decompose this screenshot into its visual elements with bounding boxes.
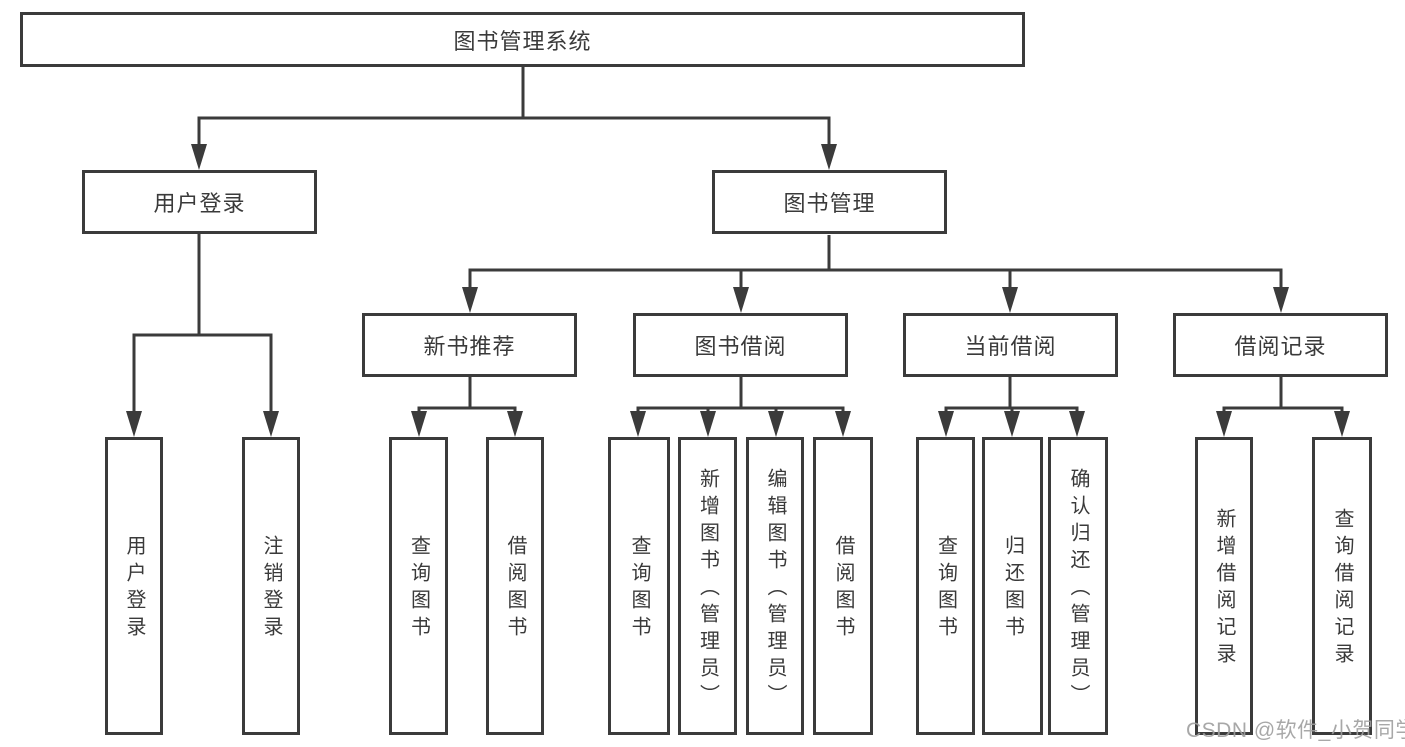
node-borrowing-records: 借阅记录 <box>1173 313 1388 377</box>
leaf-user-login: 用户登录 <box>105 437 163 735</box>
leaf-borrow-books-recommend: 借阅图书 <box>486 437 544 735</box>
leaf-query-books-recommend: 查询图书 <box>389 437 448 735</box>
node-book-management: 图书管理 <box>712 170 947 234</box>
node-new-book-recommend: 新书推荐 <box>362 313 577 377</box>
leaf-confirm-return-admin: 确认归还（管理员） <box>1048 437 1108 735</box>
node-root-system: 图书管理系统 <box>20 12 1025 67</box>
leaf-borrow-books-borrowing: 借阅图书 <box>813 437 873 735</box>
leaf-edit-book-admin: 编辑图书（管理员） <box>746 437 804 735</box>
leaf-add-borrow-record: 新增借阅记录 <box>1195 437 1253 735</box>
watermark: CSDN @软件_小贺同学 <box>1186 719 1405 742</box>
leaf-return-book: 归还图书 <box>982 437 1043 735</box>
node-current-borrowing: 当前借阅 <box>903 313 1118 377</box>
node-user-login: 用户登录 <box>82 170 317 234</box>
leaf-add-book-admin: 新增图书（管理员） <box>678 437 737 735</box>
leaf-query-books-borrowing: 查询图书 <box>608 437 670 735</box>
leaf-query-books-current: 查询图书 <box>916 437 975 735</box>
node-book-borrowing: 图书借阅 <box>633 313 848 377</box>
leaf-logout: 注销登录 <box>242 437 300 735</box>
leaf-query-borrow-record: 查询借阅记录 <box>1312 437 1372 735</box>
